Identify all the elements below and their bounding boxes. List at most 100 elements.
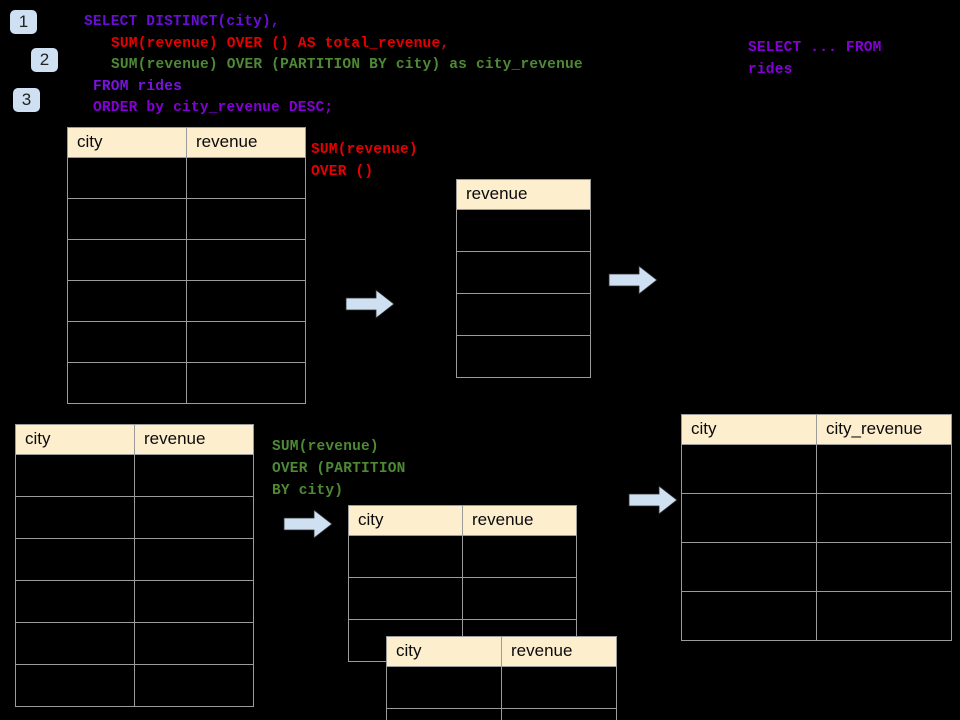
sum-over-empty-note: SUM(revenue)OVER ()	[311, 139, 418, 183]
column-header: revenue	[186, 127, 306, 158]
table-cell	[15, 454, 135, 497]
table-cell	[134, 664, 254, 707]
sql-line-5: ORDER by city_revenue DESC;	[93, 100, 334, 116]
arrow-glyph	[628, 485, 678, 515]
table-cell	[386, 666, 502, 709]
table-row	[386, 708, 617, 720]
table-cell	[816, 493, 952, 543]
table-row	[67, 198, 306, 240]
step-badge-2: 2	[31, 48, 58, 72]
arrow-total-to-final	[608, 265, 658, 295]
table-cell	[681, 542, 817, 592]
table-cell	[67, 157, 187, 199]
table-row	[67, 362, 306, 404]
table-cell	[186, 157, 306, 199]
table-header-row: revenue	[456, 179, 591, 210]
sql-line-3: SUM(revenue) OVER (PARTITION BY city) as…	[111, 57, 583, 73]
arrow-source-to-total	[345, 289, 395, 319]
table-cell	[134, 538, 254, 581]
select-from-rides-note-line-1: SELECT ... FROM	[748, 40, 882, 56]
table-cell	[681, 591, 817, 641]
table-row	[348, 535, 577, 578]
table-row	[15, 664, 254, 707]
column-header: city	[681, 414, 817, 445]
column-header: city	[15, 424, 135, 455]
sum-over-partition-note-line-1: SUM(revenue)	[272, 439, 379, 455]
table-cell	[134, 454, 254, 497]
step-badge-1: 1	[10, 10, 37, 34]
arrow-source-to-partition	[283, 509, 333, 539]
column-header: revenue	[501, 636, 617, 667]
table-row	[67, 157, 306, 199]
select-from-rides-note-line-2: rides	[748, 62, 793, 78]
table-row	[15, 580, 254, 623]
table-row	[15, 622, 254, 665]
table-cell	[681, 493, 817, 543]
sql-line-2: SUM(revenue) OVER () AS total_revenue,	[111, 35, 450, 52]
sum-over-partition-note: SUM(revenue) OVER (PARTITION BY city)	[272, 436, 406, 502]
table-cell	[501, 666, 617, 709]
table-cell	[15, 580, 135, 623]
sql-query-block: SELECT DISTINCT(city), SUM(revenue) OVER …	[84, 12, 583, 120]
table-cell	[462, 535, 577, 578]
table-row	[456, 209, 591, 252]
sum-over-partition-note-line-3: BY city)	[272, 483, 344, 499]
table-cell	[816, 591, 952, 641]
table-cell	[816, 542, 952, 592]
table-row	[15, 538, 254, 581]
step-badge-3: 3	[13, 88, 40, 112]
table-cell	[15, 538, 135, 581]
table-cell	[456, 209, 591, 252]
table-cell	[186, 280, 306, 322]
column-header: revenue	[462, 505, 577, 536]
column-header: city_revenue	[816, 414, 952, 445]
table-cell	[186, 239, 306, 281]
sql-line-1: SELECT DISTINCT(city),	[84, 14, 280, 30]
arrow-glyph	[283, 509, 333, 539]
table-cell	[816, 444, 952, 494]
sum-over-empty-note-line-1: SUM(revenue)	[311, 142, 418, 158]
table-row	[15, 454, 254, 497]
table-row	[67, 321, 306, 363]
table-row	[348, 577, 577, 620]
table-row	[67, 239, 306, 281]
table-cell	[67, 198, 187, 240]
table-row	[15, 496, 254, 539]
table-cell	[67, 321, 187, 363]
table-cell	[134, 622, 254, 665]
table-row	[67, 280, 306, 322]
table-cell	[456, 251, 591, 294]
table-cell	[456, 293, 591, 336]
table-row	[681, 444, 952, 494]
table-cell	[15, 496, 135, 539]
table-cell	[462, 577, 577, 620]
column-header: city	[67, 127, 187, 158]
table-row	[386, 666, 617, 709]
table-cell	[15, 664, 135, 707]
sql-line-4: FROM rides	[93, 78, 183, 95]
table-cell	[456, 335, 591, 378]
sum-over-partition-note-line-2: OVER (PARTITION	[272, 461, 406, 477]
table-cell	[67, 239, 187, 281]
table-cell	[67, 280, 187, 322]
table-cell	[348, 577, 463, 620]
arrow-glyph	[345, 289, 395, 319]
table-row	[456, 251, 591, 294]
table-cell	[386, 708, 502, 720]
table-cell	[67, 362, 187, 404]
table-cell	[186, 362, 306, 404]
table-cell	[681, 444, 817, 494]
table-cell	[348, 535, 463, 578]
table-row	[681, 542, 952, 592]
table-cell	[134, 496, 254, 539]
select-from-rides-note: SELECT ... FROM rides	[748, 37, 882, 81]
